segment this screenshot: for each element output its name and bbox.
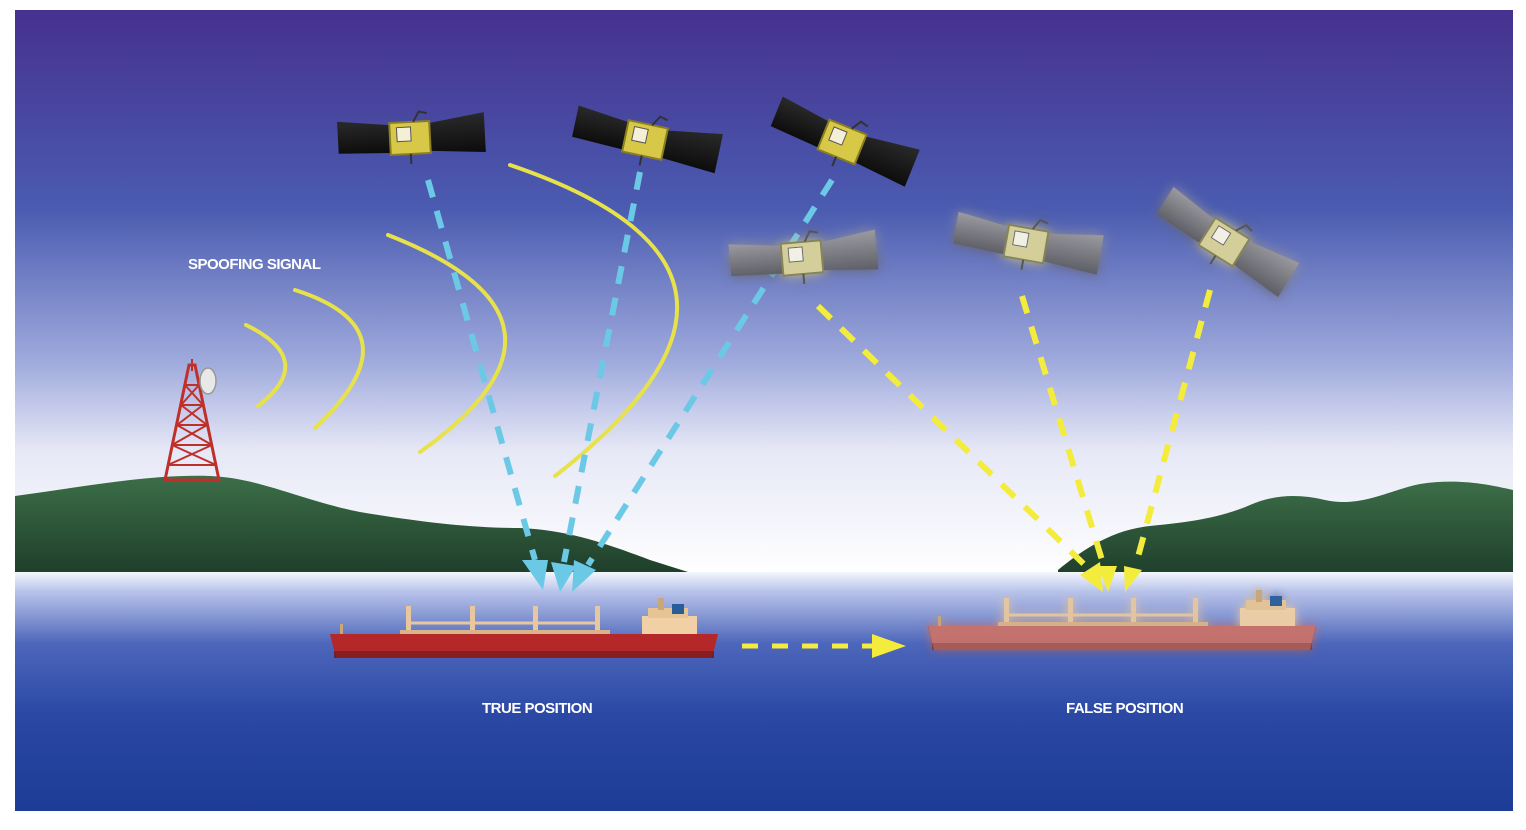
sea [15,572,1513,811]
false-position-label: FALSE POSITION [1066,700,1183,717]
radio-tower-icon [163,359,221,482]
spoof-arrowhead-1 [1080,562,1103,592]
spoof-signals [815,289,1213,575]
cargo-ship-icon [328,596,720,660]
true-arrowhead-1 [522,560,548,590]
position-shift-arrow [742,634,906,658]
true-signal-arrowheads [522,560,596,592]
spoofing-wave-2 [293,288,365,430]
spoof-arrowhead-2 [1098,566,1117,592]
true-signal-1 [425,179,538,561]
spoof-signal-2 [1019,295,1108,571]
right-hill [1058,481,1513,574]
spoofing-waves [244,163,680,478]
cargo-ship-icon [926,588,1318,652]
left-hill [15,475,688,572]
true-position-label: TRUE POSITION [482,700,592,717]
spoof-signal-arrowheads [1080,562,1142,592]
spoofing-wave-1 [244,323,288,408]
spoofing-signal-label: SPOOFING SIGNAL [188,256,321,273]
true-arrowhead-3 [572,560,596,592]
true-arrowhead-2 [551,562,576,592]
spoofing-wave-4 [508,163,680,478]
spoof-signal-3 [1132,289,1213,569]
spoof-arrowhead-3 [1124,566,1142,592]
spoofing-wave-3 [386,233,508,454]
true-signal-2 [561,171,643,563]
